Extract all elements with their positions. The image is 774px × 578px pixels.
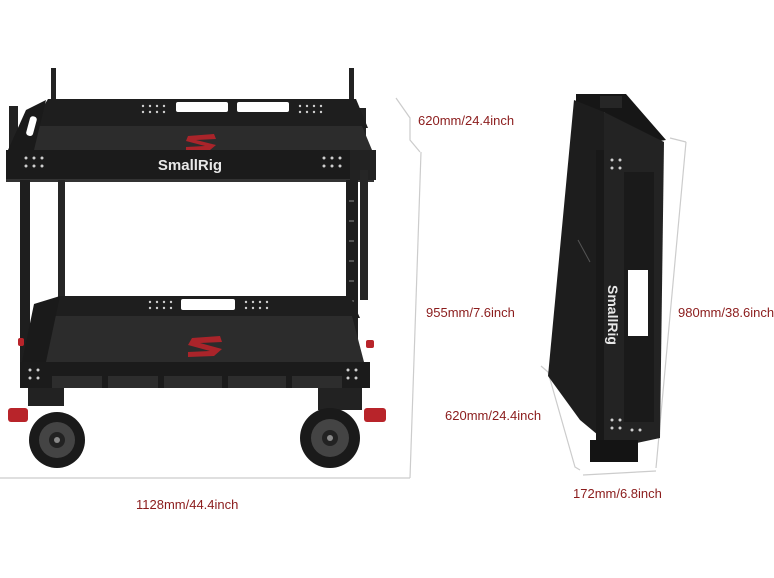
label-open-height: 955mm/7.6inch [426, 305, 515, 320]
label-open-depth: 620mm/24.4inch [418, 113, 515, 128]
top-back-wall-holes [141, 104, 323, 114]
folded-bolts [610, 158, 642, 432]
top-left-handle-slot [26, 116, 37, 137]
brake-pedal-right [364, 408, 386, 422]
dimension-lines [0, 97, 687, 479]
bottom-tray-left-wall [22, 296, 60, 362]
bottom-shelf-red-logo [188, 336, 222, 357]
folded-brand-logo: SmallRig [605, 285, 621, 345]
dimension-line-folded-depth [540, 365, 581, 471]
right-side-red-clamp [366, 340, 374, 348]
top-handle-cutout-left [176, 102, 228, 112]
top-post-left [51, 68, 56, 108]
dimension-line-folded-height [669, 137, 687, 143]
brake-pedal-left [8, 408, 28, 422]
bottom-front-bolts [28, 368, 358, 380]
front-post-left [20, 180, 30, 370]
folded-vertical-post [596, 150, 604, 440]
label-folded-width: 172mm/6.8inch [573, 486, 662, 501]
bottom-handle-cutout [181, 299, 235, 310]
caster-front-left [8, 388, 85, 468]
folded-side-mark [577, 239, 591, 263]
top-tray-left-wall [8, 100, 46, 150]
top-shelf-front-panel [6, 150, 374, 180]
label-folded-height: 980mm/38.6inch [678, 305, 774, 320]
top-handle-cutout-right [237, 102, 289, 112]
top-shelf-red-logo [186, 134, 216, 151]
rear-post-right-mid [360, 170, 368, 300]
open-cart: SmallRig [6, 68, 386, 468]
dimension-line-folded-width [582, 470, 657, 476]
bottom-rail-panels [52, 376, 342, 388]
caster-front-right [300, 388, 386, 468]
rear-post-left [9, 106, 18, 168]
dimension-line-folded-height-vertical [655, 141, 687, 469]
folded-side-face [548, 100, 604, 440]
dimension-line-open-depth [395, 97, 421, 153]
folded-top-cap [576, 94, 666, 144]
rear-post-left-mid [58, 180, 65, 300]
folded-handle-cutout [628, 270, 648, 336]
folded-cart: SmallRig [548, 94, 666, 462]
dimension-line-open-height [409, 151, 422, 479]
top-post-right [349, 68, 354, 110]
brand-logo: SmallRig [158, 157, 222, 174]
folded-top-block [600, 96, 622, 108]
label-folded-depth: 620mm/24.4inch [445, 408, 542, 423]
top-front-bolts [24, 156, 342, 168]
bottom-back-wall-holes [148, 300, 269, 310]
folded-bottom-base [590, 440, 638, 462]
label-open-width: 1128mm/44.4inch [136, 497, 239, 512]
left-side-red-clamp [18, 338, 24, 346]
top-shelf-front-edge [6, 179, 374, 182]
